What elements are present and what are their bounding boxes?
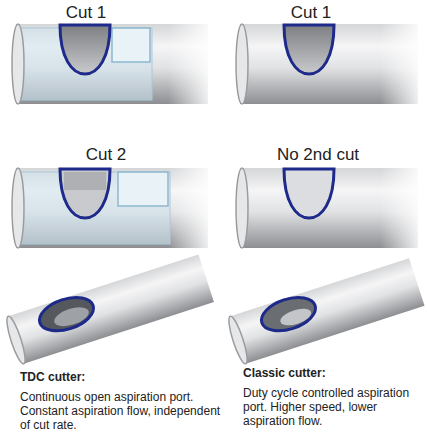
outer-tube bbox=[16, 168, 208, 248]
tdc-tube-cut2 bbox=[12, 168, 208, 248]
cutter-heading: Classic cutter: bbox=[243, 366, 421, 381]
cut-label: Cut 1 bbox=[41, 3, 131, 23]
cutter-edge bbox=[64, 172, 106, 190]
outer-tube bbox=[16, 24, 208, 104]
aspiration-port bbox=[60, 25, 110, 74]
tdc-tube-cut1 bbox=[12, 24, 208, 104]
classic-tube-no-cut bbox=[236, 168, 418, 248]
aspiration-port bbox=[60, 169, 110, 218]
aspiration-port bbox=[35, 291, 98, 337]
cut-label: No 2nd cut bbox=[250, 145, 386, 165]
tube-end bbox=[226, 315, 251, 366]
cut-label: Cut 2 bbox=[61, 145, 151, 165]
tube-end bbox=[4, 315, 29, 366]
inner-port bbox=[118, 172, 168, 206]
tube-fade bbox=[380, 168, 418, 248]
outer-tube bbox=[240, 168, 418, 248]
cutter-description: Continuous open aspiration port. Constan… bbox=[20, 390, 226, 432]
aspiration-port bbox=[284, 25, 334, 74]
tube-fade bbox=[168, 168, 208, 248]
outer-tube bbox=[230, 258, 424, 364]
classic-tube-perspective bbox=[226, 258, 425, 365]
aspiration-port-closed bbox=[284, 169, 334, 218]
aspiration-port bbox=[257, 291, 320, 337]
outer-tube bbox=[8, 254, 214, 363]
outer-tube bbox=[240, 24, 418, 104]
port-inner bbox=[278, 305, 313, 328]
tube-fade bbox=[380, 24, 418, 104]
tube-fade bbox=[168, 24, 208, 104]
port-inner bbox=[52, 304, 91, 330]
cutter-heading: TDC cutter: bbox=[20, 370, 220, 385]
tube-end bbox=[12, 168, 24, 248]
inner-port bbox=[112, 28, 150, 62]
cut-label: Cut 1 bbox=[266, 3, 356, 23]
tube-end bbox=[12, 24, 24, 104]
cutter-description: Duty cycle controlled aspiration port. H… bbox=[243, 386, 423, 428]
tube-end bbox=[236, 168, 248, 248]
classic-tube-cut1 bbox=[236, 24, 418, 104]
tdc-tube-perspective bbox=[4, 254, 214, 365]
tube-end bbox=[236, 24, 248, 104]
